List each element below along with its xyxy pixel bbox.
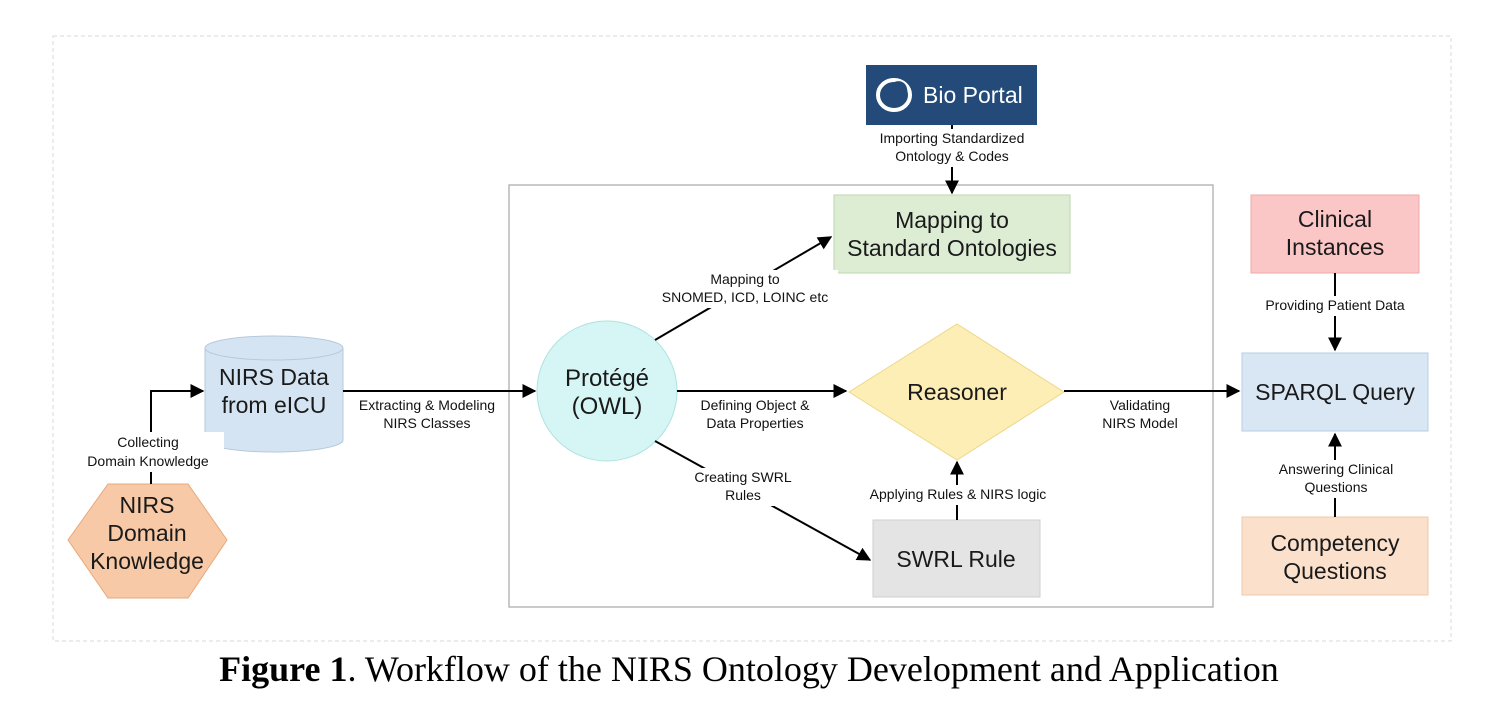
nirs-data-line-2: from eICU xyxy=(222,392,327,418)
reasoner-label: Reasoner xyxy=(907,379,1007,405)
node-bioportal: Bio Portal xyxy=(866,65,1037,125)
label-applying: Applying Rules & NIRS logic xyxy=(858,485,1058,505)
protege-frame xyxy=(508,184,1214,608)
node-reasoner: Reasoner xyxy=(848,323,1065,461)
importing-line-1: Importing Standardized xyxy=(880,130,1025,146)
figure-caption: Figure 1. Workflow of the NIRS Ontology … xyxy=(0,648,1498,690)
node-swrl-rule: SWRL Rule xyxy=(872,519,1041,598)
node-domain-knowledge: NIRS Domain Knowledge xyxy=(67,483,228,599)
label-providing: Providing Patient Data xyxy=(1252,296,1418,316)
label-mapping-to: Mapping to SNOMED, ICD, LOINC etc xyxy=(652,270,838,308)
node-nirs-data: NIRS Data from eICU xyxy=(204,335,344,453)
node-mapping: Mapping to Standard Ontologies xyxy=(833,194,1071,274)
bioportal-label: Bio Portal xyxy=(923,82,1023,108)
answering-line-2: Questions xyxy=(1304,479,1367,495)
node-competency-questions: Competency Questions xyxy=(1241,516,1429,596)
mapping-to-line-2: SNOMED, ICD, LOINC etc xyxy=(662,289,828,305)
creating-swrl-line-2: Rules xyxy=(725,487,761,503)
extracting-line-1: Extracting & Modeling xyxy=(359,397,495,413)
providing-label: Providing Patient Data xyxy=(1265,297,1405,313)
domain-knowledge-line-2: Domain xyxy=(107,520,186,546)
collecting-line-1: Collecting xyxy=(117,434,178,450)
protege-line-1: Protégé xyxy=(565,365,649,392)
domain-knowledge-line-3: Knowledge xyxy=(90,548,204,574)
swrl-rule-label: SWRL Rule xyxy=(896,546,1015,572)
creating-swrl-line-1: Creating SWRL xyxy=(694,469,791,485)
label-answering: Answering Clinical Questions xyxy=(1266,460,1406,498)
caption-label: Figure 1 xyxy=(219,649,348,689)
label-collecting: Collecting Domain Knowledge xyxy=(78,432,224,472)
competency-line-2: Questions xyxy=(1283,558,1387,584)
validating-line-1: Validating xyxy=(1110,397,1170,413)
mapping-to-line-1: Mapping to xyxy=(710,271,779,287)
caption-text: . Workflow of the NIRS Ontology Developm… xyxy=(347,649,1279,689)
collecting-line-2: Domain Knowledge xyxy=(87,453,209,469)
mapping-line-1: Mapping to xyxy=(895,207,1009,233)
clinical-line-1: Clinical xyxy=(1298,206,1372,232)
bioportal-logo-icon xyxy=(876,78,912,112)
nirs-data-line-1: NIRS Data xyxy=(219,364,329,390)
domain-knowledge-line-1: NIRS xyxy=(120,492,175,518)
label-creating-swrl: Creating SWRL Rules xyxy=(686,468,802,506)
node-protege: Protégé (OWL) xyxy=(536,320,678,462)
mapping-line-2: Standard Ontologies xyxy=(847,235,1057,261)
applying-label: Applying Rules & NIRS logic xyxy=(870,486,1047,502)
protege-line-2: (OWL) xyxy=(572,393,643,420)
defining-line-2: Data Properties xyxy=(706,415,803,431)
outer-frame xyxy=(52,35,1452,642)
label-extracting: Extracting & Modeling NIRS Classes xyxy=(359,397,495,431)
label-importing: Importing Standardized Ontology & Codes xyxy=(864,129,1040,167)
extracting-line-2: NIRS Classes xyxy=(383,415,470,431)
label-defining: Defining Object & Data Properties xyxy=(701,397,811,431)
node-sparql-query: SPARQL Query xyxy=(1241,352,1429,432)
label-validating: Validating NIRS Model xyxy=(1102,397,1177,431)
clinical-line-2: Instances xyxy=(1286,234,1384,260)
competency-line-1: Competency xyxy=(1270,530,1400,556)
answering-line-1: Answering Clinical xyxy=(1279,461,1393,477)
validating-line-2: NIRS Model xyxy=(1102,415,1177,431)
defining-line-1: Defining Object & xyxy=(701,397,811,413)
node-clinical-instances: Clinical Instances xyxy=(1250,194,1420,274)
sparql-label: SPARQL Query xyxy=(1255,379,1415,405)
importing-line-2: Ontology & Codes xyxy=(895,148,1009,164)
